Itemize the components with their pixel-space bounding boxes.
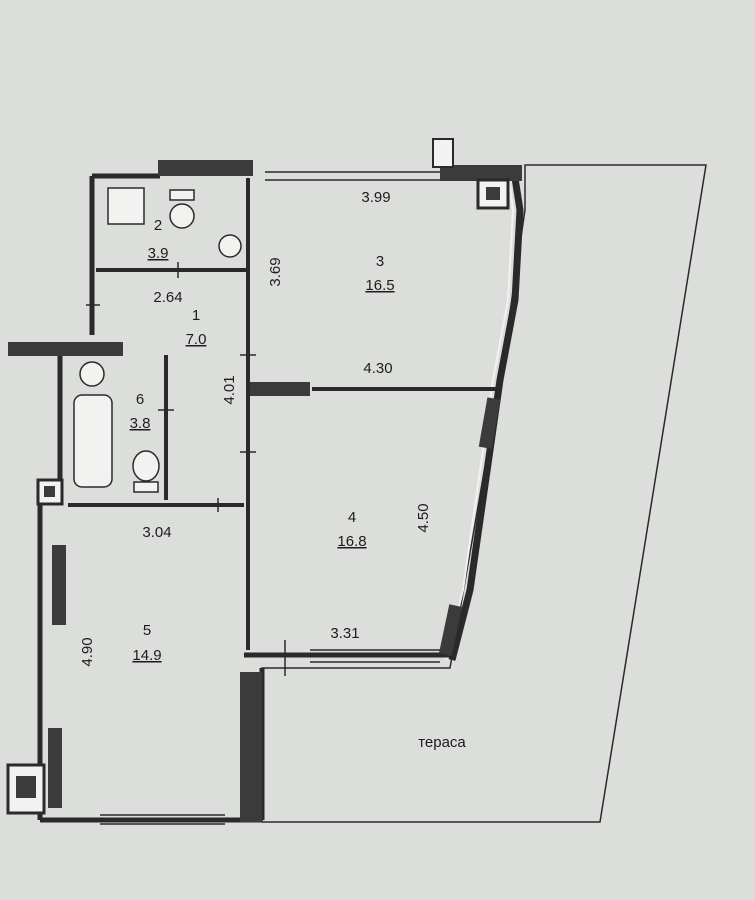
- room4-number: 4: [348, 509, 356, 526]
- room6-area: 3.8: [130, 415, 151, 432]
- column-left: [36, 478, 64, 506]
- column-left-inner: [44, 486, 55, 497]
- room5-number: 5: [143, 622, 151, 639]
- room4-area: 16.8: [337, 533, 366, 550]
- toilet-room2: [169, 203, 195, 229]
- facade-window-inner: [445, 179, 515, 661]
- shower-tray: [107, 187, 145, 225]
- interior-walls: [68, 178, 500, 650]
- room2-number: 2: [154, 217, 162, 234]
- wall-room5-left-dark: [52, 545, 66, 625]
- wall-left-dark: [8, 342, 123, 356]
- dim-room3-height: 3.69: [267, 257, 284, 286]
- windows: [100, 171, 440, 825]
- dim-hall-length: 4.01: [221, 375, 238, 404]
- toilet-tank-room2: [169, 189, 195, 201]
- room3-area: 16.5: [365, 277, 394, 294]
- dim-room4-bottom: 3.31: [330, 625, 359, 642]
- wall-top-dark: [158, 160, 253, 176]
- wall-partition-dark: [248, 382, 310, 396]
- room1-number: 1: [192, 307, 200, 324]
- toilet-tank-room6: [133, 481, 159, 493]
- room5-area: 14.9: [132, 647, 161, 664]
- dim-room4-height: 4.50: [415, 503, 432, 532]
- room1-area: 7.0: [186, 331, 207, 348]
- wall-room5-right-dark: [240, 672, 262, 822]
- room3-number: 3: [376, 253, 384, 270]
- terrace-label: тераса: [418, 734, 466, 751]
- bathtub: [73, 394, 113, 488]
- room2-area: 3.9: [148, 245, 169, 262]
- vent-top: [432, 138, 454, 168]
- dim-room3-width: 3.99: [361, 189, 390, 206]
- door-marks: [86, 262, 286, 676]
- dim-room5-width: 3.04: [142, 524, 171, 541]
- column-top-right-inner: [486, 187, 500, 200]
- dim-partition-34: 4.30: [363, 360, 392, 377]
- column-bottom-left-inner: [16, 776, 36, 798]
- column-top-right: [476, 178, 510, 210]
- room6-number: 6: [136, 391, 144, 408]
- wall-facade-dark-2: [438, 604, 463, 656]
- sink-room6: [79, 361, 105, 387]
- dim-hall-width: 2.64: [153, 289, 182, 306]
- wall-room5-left-dark-2: [48, 728, 62, 808]
- wall-top-right-dark: [440, 165, 522, 181]
- facade-window-line: [448, 177, 524, 661]
- wall-facade-dark-1: [478, 397, 501, 449]
- toilet-room6: [132, 450, 160, 482]
- dim-room5-height: 4.90: [79, 637, 96, 666]
- sink-room2: [218, 234, 242, 258]
